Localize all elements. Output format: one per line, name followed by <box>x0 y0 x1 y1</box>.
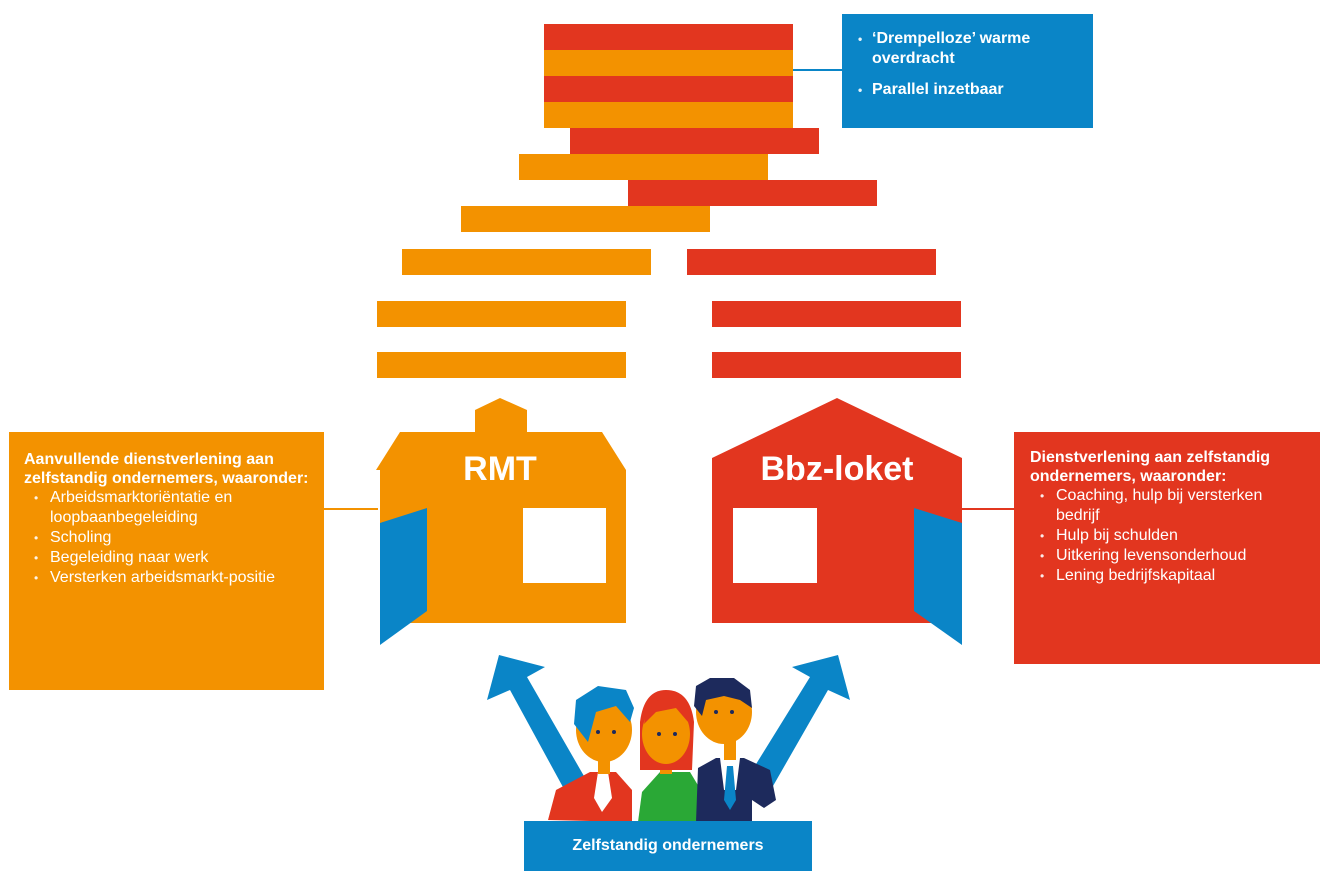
bbz-services-heading: Dienstverlening aan zelfstandig ondernem… <box>1030 449 1271 485</box>
transfer-info-item: Parallel inzetbaar <box>854 80 1081 100</box>
bar-stack <box>377 24 961 378</box>
rmt-service-item: Scholing <box>24 528 310 548</box>
arrow-right-icon <box>740 655 850 800</box>
rmt-service-item: Versterken arbeidsmarkt-positie <box>24 568 310 588</box>
rmt-services-box: Aanvullende dienstverlening aan zelfstan… <box>9 432 324 690</box>
person-2-body <box>638 772 702 822</box>
transfer-info-box: ‘Drempelloze’ warme overdracht Parallel … <box>842 14 1093 128</box>
bbz-service-item: Hulp bij schulden <box>1030 526 1309 546</box>
rmt-label: RMT <box>463 450 537 488</box>
bar-red-2 <box>544 76 793 102</box>
person-1-body <box>548 772 632 822</box>
bar-orange-2 <box>544 102 793 128</box>
transfer-info-list: ‘Drempelloze’ warme overdracht Parallel … <box>854 29 1081 100</box>
bbz-door-right <box>914 508 962 645</box>
person-3-hair <box>694 678 752 716</box>
bar-orange-5 <box>402 249 651 275</box>
bar-red-3 <box>570 128 819 154</box>
bar-orange-1 <box>544 50 793 76</box>
arrow-left-icon <box>487 655 592 800</box>
bar-orange-6 <box>377 301 626 327</box>
bbz-building <box>712 398 962 645</box>
bar-red-5 <box>687 249 936 275</box>
person-1-hair <box>574 686 634 742</box>
rmt-service-item: Arbeidsmarktoriëntatie en loopbaanbegele… <box>24 488 310 528</box>
rmt-services-list: Arbeidsmarktoriëntatie en loopbaanbegele… <box>24 488 310 588</box>
transfer-info-item: ‘Drempelloze’ warme overdracht <box>854 29 1081 69</box>
bbz-service-item: Uitkering levensonderhoud <box>1030 546 1309 566</box>
bbz-loket-label: Bbz-loket <box>760 450 914 488</box>
bar-orange-7 <box>377 352 626 378</box>
rmt-building <box>376 398 626 645</box>
bar-orange-3 <box>519 154 768 180</box>
bar-red-1 <box>544 24 793 50</box>
person-2-face <box>642 704 690 764</box>
rmt-service-item: Begeleiding naar werk <box>24 548 310 568</box>
entrepreneurs-caption: Zelfstandig ondernemers <box>524 821 812 871</box>
bar-red-4 <box>628 180 877 206</box>
rmt-door-left <box>380 508 427 645</box>
rmt-services-heading: Aanvullende dienstverlening aan zelfstan… <box>24 451 309 487</box>
bbz-service-item: Lening bedrijfskapitaal <box>1030 566 1309 586</box>
bar-red-7 <box>712 352 961 378</box>
bar-red-6 <box>712 301 961 327</box>
people-illustration <box>548 678 776 822</box>
bbz-service-item: Coaching, hulp bij versterken bedrijf <box>1030 486 1309 526</box>
bbz-services-list: Coaching, hulp bij versterken bedrijf Hu… <box>1030 486 1309 586</box>
bar-orange-4 <box>461 206 710 232</box>
bbz-services-box: Dienstverlening aan zelfstandig ondernem… <box>1014 432 1320 664</box>
